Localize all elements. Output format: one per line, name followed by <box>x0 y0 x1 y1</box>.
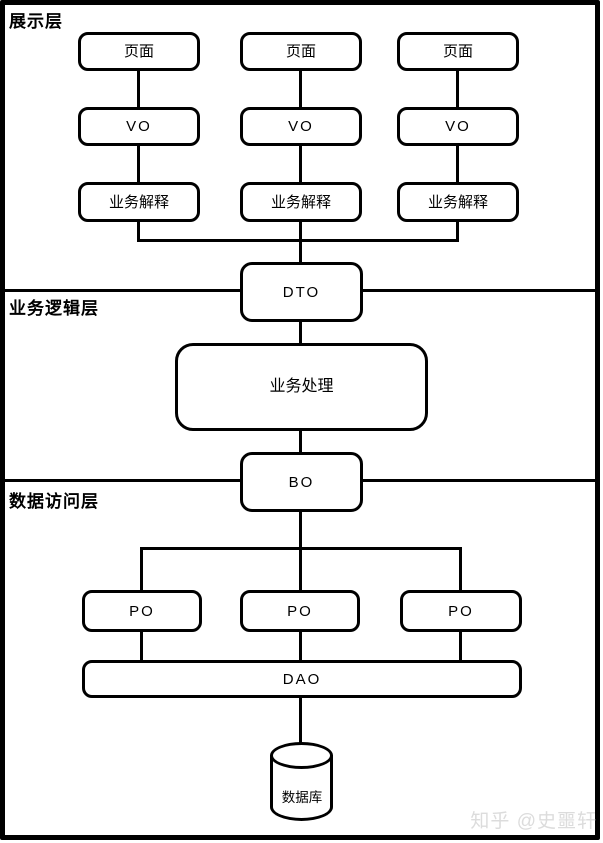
connector-interpret3-bracket <box>456 219 459 242</box>
layer-label-presentation: 展示层 <box>9 12 63 31</box>
node-interpret-1: 业务解释 <box>78 182 200 222</box>
connector-bracket-po1 <box>140 549 143 592</box>
connector-po2-dao <box>299 630 302 662</box>
node-vo-1: VO <box>78 107 200 146</box>
node-page-3: 页面 <box>397 32 519 71</box>
bracket-bo-to-po <box>140 547 462 550</box>
connector-dao-database <box>299 696 302 746</box>
watermark-text: 知乎 @史噩轩 <box>470 811 597 832</box>
node-page-2: 页面 <box>240 32 362 71</box>
node-vo-2: VO <box>240 107 362 146</box>
connector-page1-vo1 <box>137 69 140 109</box>
node-dao: DAO <box>82 660 522 698</box>
node-po-3: PO <box>400 590 522 632</box>
connector-vo2-interpret2 <box>299 144 302 184</box>
connector-process-bo <box>299 428 302 454</box>
node-database-label: 数据库 <box>281 790 323 805</box>
connector-vo3-interpret3 <box>456 144 459 184</box>
connector-dto-process <box>299 320 302 345</box>
connector-po1-dao <box>140 630 143 662</box>
layer-label-data-access: 数据访问层 <box>9 492 99 511</box>
layer-label-business: 业务逻辑层 <box>9 299 99 318</box>
node-po-1: PO <box>82 590 202 632</box>
node-interpret-3: 业务解释 <box>397 182 519 222</box>
connector-bo-po2 <box>299 510 302 592</box>
connector-bracket-po3 <box>459 549 462 592</box>
node-page-1: 页面 <box>78 32 200 71</box>
database-cylinder-top <box>270 742 333 769</box>
node-business-process: 业务处理 <box>175 343 428 431</box>
node-dto: DTO <box>240 262 363 322</box>
node-vo-3: VO <box>397 107 519 146</box>
node-po-2: PO <box>240 590 360 632</box>
connector-page3-vo3 <box>456 69 459 109</box>
connector-interpret1-bracket <box>137 219 140 242</box>
node-interpret-2: 业务解释 <box>240 182 362 222</box>
connector-page2-vo2 <box>299 69 302 109</box>
bracket-interpret-to-dto <box>137 239 459 242</box>
node-bo: BO <box>240 452 363 512</box>
connector-vo1-interpret1 <box>137 144 140 184</box>
connector-po3-dao <box>459 630 462 662</box>
